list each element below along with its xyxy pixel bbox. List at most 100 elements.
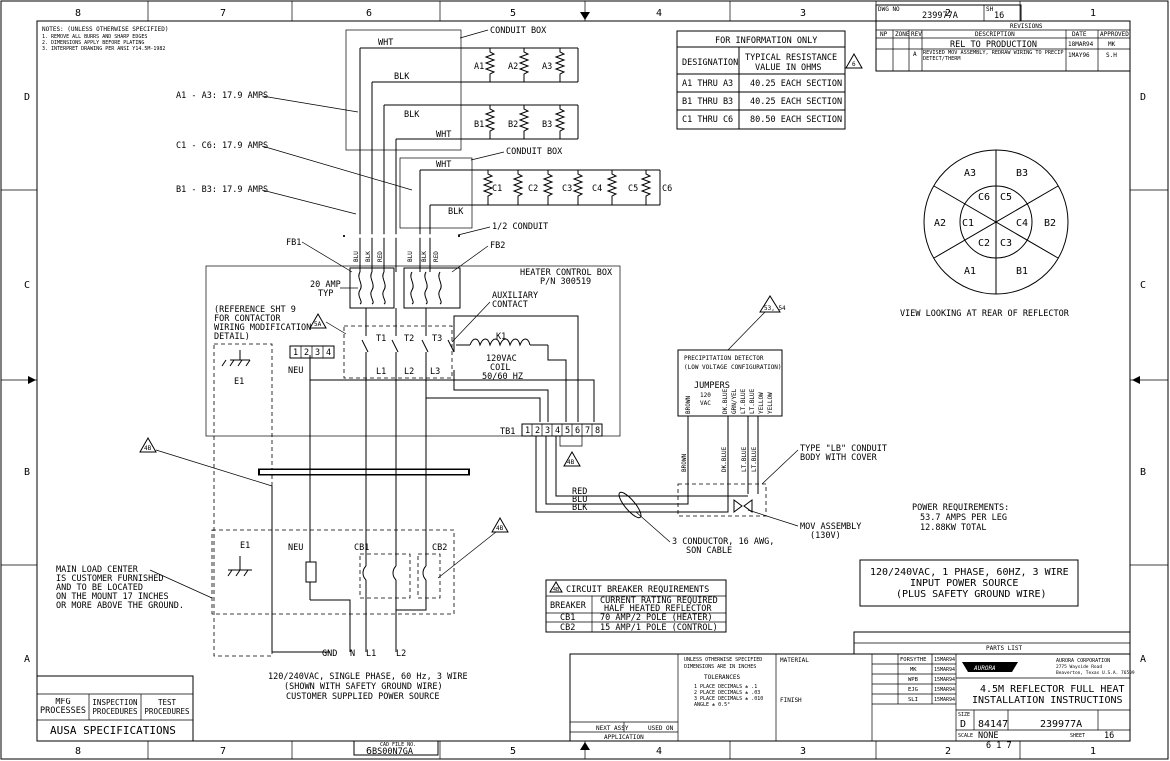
refl-c2: C2 (978, 238, 990, 249)
spec-mfg-processes: MFG PROCESSES (39, 698, 87, 716)
heater-a1: A1 (474, 62, 484, 72)
heater-c4: C4 (592, 184, 602, 194)
zone-right-a: A (1140, 654, 1146, 665)
tb-t2: 2 (535, 426, 540, 436)
zone-right-b: B (1140, 467, 1146, 478)
typ-label: TYP (318, 289, 333, 299)
tb-t7: 7 (585, 426, 590, 436)
flag-4b-left: 4B (144, 445, 152, 452)
company-logo: AURORA (973, 665, 996, 672)
cb-table-flag: 4B (553, 587, 559, 593)
refl-a1: A1 (964, 266, 976, 277)
n-label: N (350, 649, 355, 659)
tb-checked: MK (910, 667, 917, 673)
neu-label-lc: NEU (288, 543, 303, 553)
note-2: 2. DIMENSIONS APPLY BEFORE PLATING (42, 40, 144, 46)
tb-sheet: 16 (1104, 731, 1114, 741)
amp20-label: 20 AMP (310, 280, 341, 290)
flag-4b-tb: 4B (567, 459, 575, 466)
cable-blk: BLK (572, 503, 588, 513)
e1-label-box: E1 (234, 377, 244, 387)
neu-label-box: NEU (288, 366, 303, 376)
rev-h-zone: ZONE (895, 31, 910, 38)
neu-t1: 1 (293, 348, 298, 358)
rev-row2-desc: REVISED MOV ASSEMBLY, REDRAW WIRING TO P… (923, 50, 1064, 62)
wire-ltblue-1: LT.BLUE (741, 446, 748, 472)
notes-title: NOTES: (UNLESS OTHERWISE SPECIFIED) (42, 26, 168, 33)
tb-fscm: 84147 (978, 719, 1008, 730)
drawing-title-2: INSTALLATION INSTRUCTIONS (972, 695, 1123, 706)
input-box-2: INPUT POWER SOURCE (910, 578, 1018, 589)
notes-block: NOTES: (UNLESS OTHERWISE SPECIFIED) 1. R… (42, 26, 168, 52)
tb-tol-3: 3 PLACE DECIMALS ± .010 (694, 696, 763, 702)
k1-label: K1 (496, 332, 506, 342)
zone-top-4: 4 (656, 8, 662, 19)
rev-row2-rev: A (913, 51, 917, 58)
drawing-title-1: 4.5M REFLECTOR FULL HEAT (980, 684, 1125, 695)
pwr-line-3: 12.88KW TOTAL (920, 523, 987, 533)
cb-row1-r: 70 AMP/2 POLE (HEATER) (600, 613, 713, 623)
tb-size-label: SIZE (958, 712, 970, 718)
main-note-2: IS CUSTOMER FURNISHED (56, 574, 163, 584)
cb-row1-b: CB1 (560, 613, 575, 623)
cb-row2-r: 15 AMP/1 POLE (CONTROL) (600, 623, 718, 633)
cable-label-1: 3 CONDUCTOR, 16 AWG, (672, 537, 774, 547)
heater-b2: B2 (508, 120, 518, 130)
coil-label-1: 120VAC (486, 354, 517, 364)
src-l1-label: L1 (366, 649, 376, 659)
tb-t6: 6 (575, 426, 580, 436)
blk-1: BLK (365, 251, 372, 262)
ref-note-3: WIRING MODIFICATION (214, 323, 311, 333)
l3-label: L3 (430, 367, 440, 377)
precip-ltblue-2: LT.BLUE (749, 388, 756, 414)
control-cable: RED BLU BLK 3 CONDUCTOR, 16 AWG, SON CAB… (535, 436, 774, 556)
dwg-no-label: DWG NO (878, 6, 900, 13)
tb-appd-2: EJG (908, 687, 918, 693)
zone-bot-1: 1 (1090, 746, 1096, 757)
ref-note-1: (REFERENCE SHT 9 (214, 305, 296, 315)
tb-used-on: USED ON (648, 725, 674, 732)
wht-label-3: WHT (436, 160, 451, 170)
circuit-breaker-table: 4B CIRCUIT BREAKER REQUIREMENTS BREAKER … (545, 579, 727, 633)
heater-a3: A3 (542, 62, 552, 72)
t3-label: T3 (432, 334, 442, 344)
info-row3-d: C1 THRU C6 (682, 115, 733, 125)
reflector-view-label: VIEW LOOKING AT REAR OF REFLECTOR (900, 309, 1070, 319)
rev-h-date: DATE (1072, 31, 1087, 38)
tb-drawn: FORSYTHE (900, 657, 927, 663)
precipitation-detector: 53, 54 PRECIPITATION DETECTOR (LOW VOLTA… (677, 295, 887, 541)
tb-drawn-date: 15MAR94 (934, 657, 955, 663)
info-row2-v: 40.25 EACH SECTION (750, 97, 842, 107)
tb-appd-3: SLI (908, 697, 918, 703)
precip-label-2: (LOW VOLTAGE CONFIGURATION) (684, 364, 782, 371)
coil-label-2: COIL (490, 363, 510, 373)
zone-top-2: 2 (945, 8, 951, 19)
cb-h-rating-1: CURRENT RATING REQUIRED (600, 596, 718, 606)
heater-a2: A2 (508, 62, 518, 72)
cb1-label: CB1 (354, 543, 369, 553)
red-1: RED (377, 251, 384, 262)
refl-c3: C3 (1000, 238, 1012, 249)
tb-t1: 1 (525, 426, 530, 436)
tb-t4: 4 (555, 426, 560, 436)
aux-label-1: AUXILIARY (492, 291, 538, 301)
refl-c6: C6 (978, 192, 990, 203)
zone-top-6: 6 (366, 8, 372, 19)
rev-row1-appr: MK (1108, 41, 1116, 48)
sheet-label-top: SH (986, 6, 994, 13)
flag-4b-right: 4B (496, 525, 504, 532)
l2-label: L2 (404, 367, 414, 377)
rev-row1-date: 18MAR94 (1068, 41, 1094, 48)
tb-appd-1: WPB (908, 677, 919, 683)
info-h-typical: TYPICAL RESISTANCE (745, 53, 837, 63)
reflector-view: A3 B3 B2 B1 A1 A2 C6 C5 C4 C3 C2 C1 VIEW… (900, 149, 1070, 319)
tb-scale-label: SCALE (958, 733, 973, 739)
wire-dkblue: DK.BLUE (721, 446, 728, 472)
blk-2: BLK (421, 251, 428, 262)
ref-note-4: DETAIL) (214, 332, 250, 342)
heater-c1: C1 (492, 184, 502, 194)
aux-label-2: CONTACT (492, 300, 528, 310)
rev-row2-date: 1MAY96 (1068, 52, 1090, 59)
tb1-label: TB1 (500, 427, 515, 437)
tb-tol-4: ANGLE ± 0.5° (694, 702, 730, 708)
